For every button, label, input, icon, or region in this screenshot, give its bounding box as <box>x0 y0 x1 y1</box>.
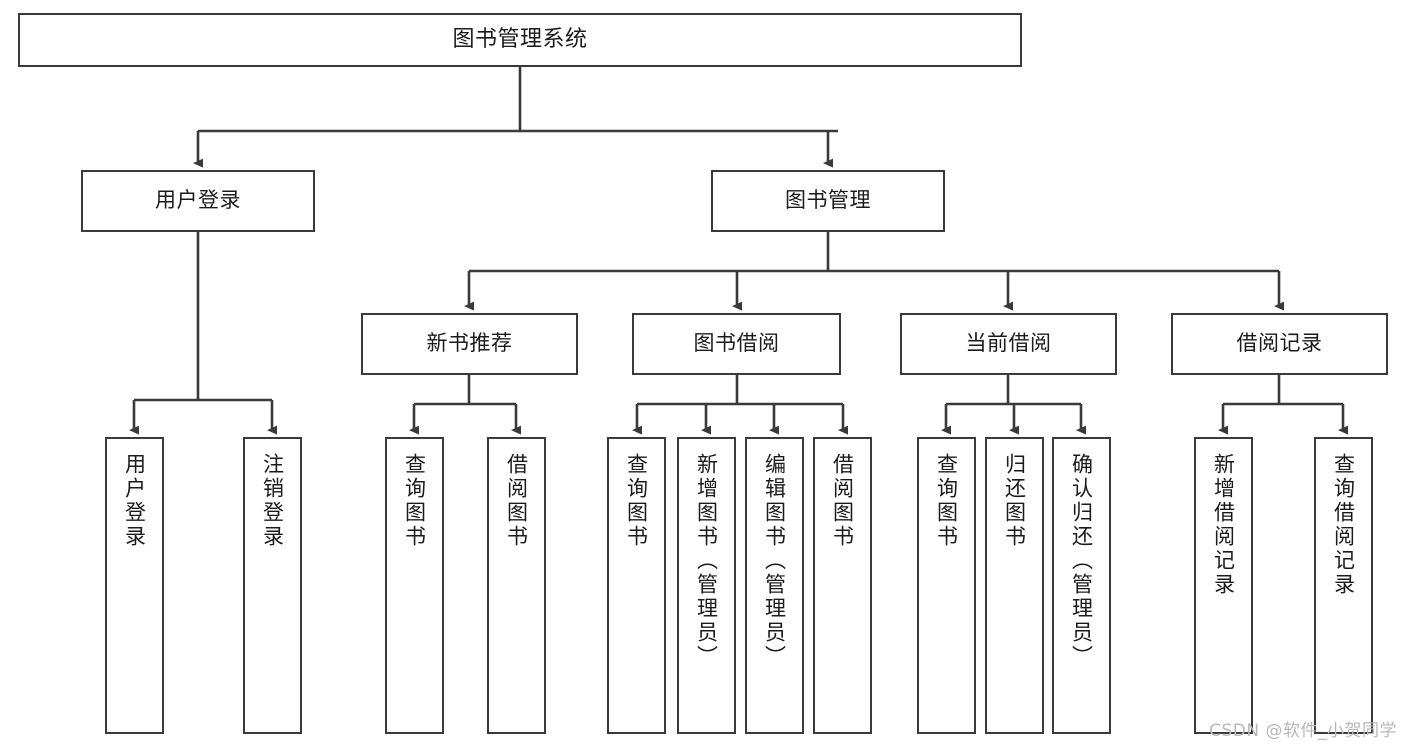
leaf-book-borrow-2[interactable]: 编辑图书（管理员） <box>745 437 804 734</box>
node-borrow-record[interactable]: 借阅记录 <box>1171 313 1388 375</box>
leaf-current-borrow-1[interactable]: 归还图书 <box>985 437 1044 734</box>
node-label: 查询图书 <box>624 453 649 549</box>
node-new-book-recommend[interactable]: 新书推荐 <box>361 313 578 375</box>
leaf-borrow-record-0[interactable]: 新增借阅记录 <box>1194 437 1253 734</box>
node-label: 编辑图书（管理员） <box>762 453 787 669</box>
leaf-book-borrow-1[interactable]: 新增图书（管理员） <box>677 437 736 734</box>
node-label: 当前借阅 <box>965 331 1052 356</box>
leaf-user-login-0[interactable]: 用户登录 <box>105 437 164 734</box>
node-user-login[interactable]: 用户登录 <box>81 170 315 232</box>
node-current-borrow[interactable]: 当前借阅 <box>900 313 1117 375</box>
node-label: 用户登录 <box>155 188 241 213</box>
node-label: 查询图书 <box>402 453 427 549</box>
node-label: 确认归还（管理员） <box>1069 453 1094 669</box>
node-root-book-management-system[interactable]: 图书管理系统 <box>18 13 1022 67</box>
node-label: 归还图书 <box>1002 453 1027 549</box>
node-label: 借阅图书 <box>830 453 855 549</box>
node-label: 查询借阅记录 <box>1331 453 1356 597</box>
leaf-current-borrow-0[interactable]: 查询图书 <box>917 437 976 734</box>
leaf-book-borrow-3[interactable]: 借阅图书 <box>813 437 872 734</box>
node-label: 注销登录 <box>260 453 285 549</box>
leaf-borrow-record-1[interactable]: 查询借阅记录 <box>1314 437 1373 734</box>
node-book-management[interactable]: 图书管理 <box>711 170 945 232</box>
leaf-new-book-recommend-0[interactable]: 查询图书 <box>385 437 444 734</box>
leaf-book-borrow-0[interactable]: 查询图书 <box>607 437 666 734</box>
node-book-borrow[interactable]: 图书借阅 <box>632 313 841 375</box>
leaf-new-book-recommend-1[interactable]: 借阅图书 <box>487 437 546 734</box>
node-label: 图书管理 <box>785 188 871 213</box>
node-label: 新增借阅记录 <box>1211 453 1236 597</box>
leaf-user-login-1[interactable]: 注销登录 <box>243 437 302 734</box>
leaf-current-borrow-2[interactable]: 确认归还（管理员） <box>1052 437 1111 734</box>
node-label: 新书推荐 <box>426 331 513 356</box>
watermark: CSDN @软件_小贺同学 <box>1209 721 1397 741</box>
node-label: 查询图书 <box>934 453 959 549</box>
node-label: 借阅图书 <box>504 453 529 549</box>
node-label: 新增图书（管理员） <box>694 453 719 669</box>
node-label: 用户登录 <box>122 453 147 549</box>
node-label: 借阅记录 <box>1236 331 1323 356</box>
node-label: 图书管理系统 <box>452 26 588 52</box>
node-label: 图书借阅 <box>693 331 780 356</box>
